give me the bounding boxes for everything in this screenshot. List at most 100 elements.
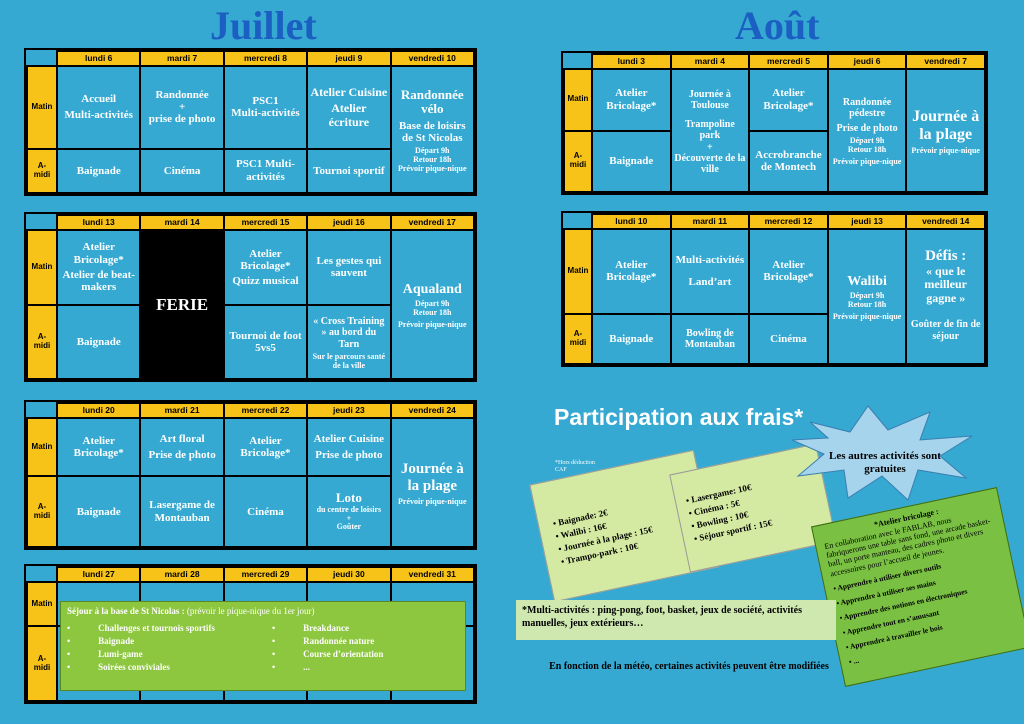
slot-matin: Matin [26, 580, 58, 628]
day-header: lundi 3 [591, 53, 672, 70]
activity-cell: Les gestes qui sauvent [306, 229, 392, 306]
activity-cell: Atelier Bricolage* Quizz musical [222, 229, 309, 306]
activity-cell: Atelier Cuisine Prise de photo [306, 416, 392, 478]
day-header: vendredi 17 [389, 214, 476, 231]
day-header: vendredi 31 [389, 566, 476, 583]
activity-cell: Cinéma [139, 147, 225, 195]
slot-amidi: A- midi [26, 475, 58, 548]
activity-cell: Journée à la plage Prévoir pique-nique [389, 417, 476, 548]
slot-amidi: A- midi [26, 147, 58, 195]
activity-cell: Art floral Prise de photo [139, 416, 225, 478]
day-header: jeudi 16 [306, 214, 392, 231]
activity-cell: Multi-activités Land’art [669, 228, 751, 315]
slot-amidi: A- midi [563, 312, 593, 366]
activity-cell: Tournoi de foot 5vs5 [222, 303, 309, 381]
slot-matin: Matin [26, 65, 58, 150]
multi-activites-note: *Multi-activités : ping-pong, foot, bask… [516, 600, 836, 640]
aout-week-1: lundi 3 mardi 4 mercredi 5 jeudi 6 vendr… [561, 51, 988, 195]
juillet-week-2: lundi 13 mardi 14 mercredi 15 jeudi 16 v… [24, 212, 477, 382]
activity-cell: Randonnée + prise de photo [139, 65, 225, 150]
activity-cell: Baignade [591, 129, 672, 193]
activity-cell: Atelier Bricolage* [591, 228, 672, 315]
day-header: jeudi 13 [826, 213, 908, 230]
slot-matin: Matin [563, 228, 593, 315]
day-header: jeudi 6 [826, 53, 908, 70]
title-juillet: Juillet [210, 3, 317, 48]
activity-cell: Baignade [55, 147, 142, 195]
activity-cell: Accrobranche de Montech [748, 129, 829, 193]
activity-cell: PSC1 Multi-activités [222, 65, 309, 150]
day-header: lundi 6 [55, 50, 142, 67]
day-header: lundi 27 [55, 566, 142, 583]
sejour-note: (prévoir le pique-nique du 1er jour) [186, 606, 315, 616]
activity-cell: Tournoi sportif [306, 147, 392, 195]
free-activities-text: Les autres activités sont gratuites [829, 450, 941, 476]
activity-cell: Cinéma [748, 312, 829, 366]
activity-cell: Baignade [55, 303, 142, 381]
day-header: lundi 10 [591, 213, 672, 230]
activity-cell: Atelier Bricolage* [748, 68, 829, 132]
activity-cell: Atelier Cuisine Atelier écriture [306, 65, 392, 150]
bricolage-card: *Atelier bricolage : En collaboration av… [811, 487, 1024, 687]
activity-cell: Défis : « que le meilleur gagne » Goûter… [905, 228, 986, 365]
activity-cell: Randonnée pédestre Prise de photo Départ… [826, 68, 908, 193]
day-header: lundi 13 [55, 214, 142, 231]
activity-cell: Atelier Bricolage* [748, 228, 829, 315]
activity-cell: Walibi Départ 9h Retour 18h Prévoir piqu… [826, 228, 908, 365]
juillet-week-1: lundi 6 mardi 7 mercredi 8 jeudi 9 vendr… [24, 48, 477, 196]
sejour-list-left: •Challenges et tournois sportifs •Baigna… [67, 623, 215, 672]
participation-note: *Hors déduction CAF [555, 460, 595, 474]
activity-cell: Cinéma [222, 475, 309, 548]
activity-cell: Atelier Bricolage* [55, 416, 142, 478]
activity-cell: Journée à Toulouse Trampoline park + Déc… [669, 68, 751, 193]
slot-matin: Matin [563, 68, 593, 132]
day-header: jeudi 23 [306, 402, 392, 419]
activity-cell: Atelier Bricolage* [222, 416, 309, 478]
slot-matin: Matin [26, 416, 58, 478]
activity-cell: Loto du centre de loisirs + Goûter [306, 475, 392, 548]
day-header: jeudi 30 [306, 566, 392, 583]
activity-cell: Atelier Bricolage* [591, 68, 672, 132]
activity-cell: Baignade [591, 312, 672, 366]
activity-cell: Lasergame de Montauban [139, 475, 225, 548]
activity-cell: Randonnée vélo Base de loisirs de St Nic… [389, 65, 476, 194]
participation-title: Participation aux frais* [554, 404, 804, 430]
day-header: mercredi 8 [222, 50, 309, 67]
slot-amidi: A- midi [563, 129, 593, 193]
day-header: vendredi 24 [389, 402, 476, 419]
day-header: mardi 14 [139, 214, 225, 231]
slot-amidi: A- midi [26, 625, 58, 702]
ferie-cell: FERIE [139, 229, 225, 380]
day-header: vendredi 14 [905, 213, 986, 230]
day-header: mercredi 12 [748, 213, 829, 230]
meteo-note: En fonction de la météo, certaines activ… [549, 661, 829, 672]
sejour-list-right: •Breakdance •Randonnée nature •Course d’… [272, 623, 384, 672]
aout-week-2: lundi 10 mardi 11 mercredi 12 jeudi 13 v… [561, 211, 988, 367]
day-header: mercredi 5 [748, 53, 829, 70]
activity-cell: Aqualand Départ 9h Retour 18h Prévoir pi… [389, 229, 476, 380]
slot-amidi: A- midi [26, 303, 58, 381]
day-header: mercredi 29 [222, 566, 309, 583]
activity-cell: Atelier Bricolage* Atelier de beat-maker… [55, 229, 142, 306]
day-header: mardi 28 [139, 566, 225, 583]
sejour-box: Séjour à la base de St Nicolas : (prévoi… [60, 601, 466, 691]
activity-cell: PSC1 Multi-activités [222, 147, 309, 195]
day-header: mardi 21 [139, 402, 225, 419]
day-header: jeudi 9 [306, 50, 392, 67]
juillet-week-3: lundi 20 mardi 21 mercredi 22 jeudi 23 v… [24, 400, 477, 550]
day-header: mardi 7 [139, 50, 225, 67]
slot-matin: Matin [26, 229, 58, 306]
day-header: mardi 4 [669, 53, 751, 70]
activity-cell: « Cross Training » au bord du Tarn Sur l… [306, 303, 392, 381]
day-header: vendredi 10 [389, 50, 476, 67]
activity-cell: Baignade [55, 475, 142, 548]
day-header: mardi 11 [669, 213, 751, 230]
day-header: lundi 20 [55, 402, 142, 419]
activity-cell: Accueil Multi-activités [55, 65, 142, 150]
sejour-title: Séjour à la base de St Nicolas : [67, 606, 185, 616]
title-aout: Août [735, 3, 820, 48]
activity-cell: Journée à la plage Prévoir pique-nique [905, 68, 986, 193]
day-header: mercredi 15 [222, 214, 309, 231]
activity-cell: Bowling de Montauban [669, 312, 751, 366]
day-header: vendredi 7 [905, 53, 986, 70]
